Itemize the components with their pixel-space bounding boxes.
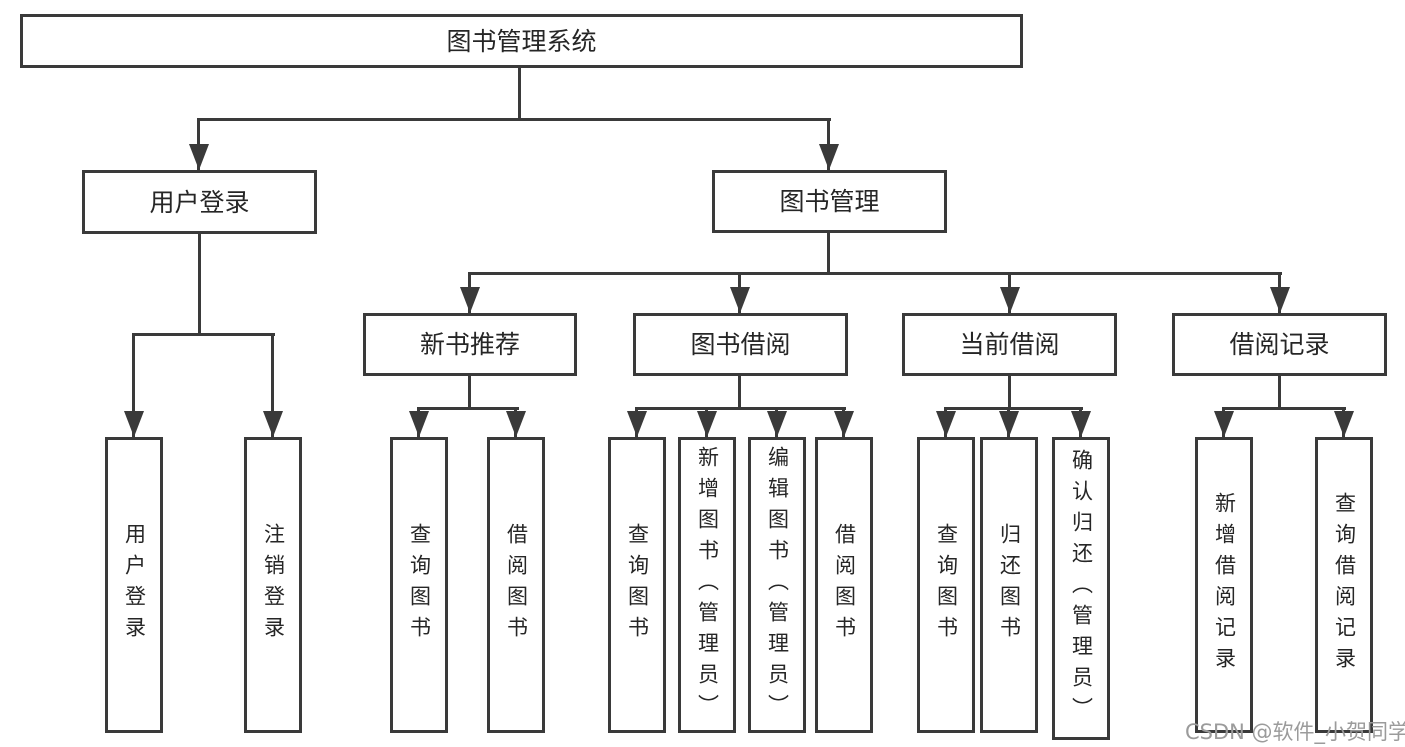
leaf-add-borrow-record-label: 新增借阅记录 — [1212, 492, 1237, 678]
node-new-book-recommend: 新书推荐 — [363, 313, 577, 376]
leaf-user-login-label: 用户登录 — [122, 523, 147, 647]
leaf-query-books-borrow-label: 查询图书 — [625, 523, 650, 647]
connector-line — [1008, 376, 1011, 410]
leaf-add-borrow-record: 新增借阅记录 — [1195, 437, 1253, 733]
connector-line — [197, 118, 831, 121]
connector-line — [827, 233, 830, 275]
arrowhead — [1270, 287, 1290, 313]
leaf-query-borrow-record-label: 查询借阅记录 — [1332, 492, 1357, 678]
arrowhead — [1000, 287, 1020, 313]
arrowhead — [263, 411, 283, 437]
connector-line — [635, 407, 846, 410]
connector-line — [518, 68, 521, 121]
leaf-query-books-recommend: 查询图书 — [390, 437, 448, 733]
leaf-add-book-admin: 新增图书（管理员） — [678, 437, 736, 733]
arrowhead — [936, 411, 956, 437]
connector-line — [944, 407, 1083, 410]
node-new-book-recommend-label: 新书推荐 — [419, 330, 520, 359]
leaf-logout-label: 注销登录 — [261, 523, 286, 647]
connector-line — [468, 272, 1282, 275]
arrowhead — [697, 411, 717, 437]
connector-line — [132, 333, 135, 437]
connector-line — [271, 333, 274, 437]
leaf-borrow-books: 借阅图书 — [815, 437, 873, 733]
node-root-label: 图书管理系统 — [446, 26, 597, 56]
arrowhead — [124, 411, 144, 437]
leaf-return-books-label: 归还图书 — [997, 523, 1022, 647]
arrowhead — [409, 411, 429, 437]
arrowhead — [1214, 411, 1234, 437]
arrowhead — [834, 411, 854, 437]
node-user-login-branch-label: 用户登录 — [149, 187, 250, 217]
leaf-edit-book-admin-label: 编辑图书（管理员） — [765, 445, 790, 725]
connector-line — [1222, 407, 1346, 410]
arrowhead — [999, 411, 1019, 437]
arrowhead — [819, 144, 839, 170]
leaf-borrow-books-label: 借阅图书 — [832, 523, 857, 647]
node-book-management-branch-label: 图书管理 — [779, 187, 880, 216]
leaf-borrow-books-recommend: 借阅图书 — [487, 437, 545, 733]
leaf-query-books-current: 查询图书 — [917, 437, 975, 733]
node-current-borrow: 当前借阅 — [902, 313, 1117, 376]
arrowhead — [627, 411, 647, 437]
node-borrow-records: 借阅记录 — [1172, 313, 1387, 376]
leaf-query-borrow-record: 查询借阅记录 — [1315, 437, 1373, 733]
node-root: 图书管理系统 — [20, 14, 1023, 68]
leaf-confirm-return-admin-label: 确认归还（管理员） — [1069, 449, 1094, 728]
leaf-query-books-recommend-label: 查询图书 — [407, 523, 432, 647]
leaf-edit-book-admin: 编辑图书（管理员） — [748, 437, 806, 733]
arrowhead — [1071, 411, 1091, 437]
leaf-borrow-books-recommend-label: 借阅图书 — [504, 523, 529, 647]
leaf-confirm-return-admin: 确认归还（管理员） — [1052, 437, 1110, 740]
csdn-watermark: CSDN @软件_小贺同学 — [1185, 720, 1405, 744]
leaf-add-book-admin-label: 新增图书（管理员） — [695, 445, 720, 725]
arrowhead — [767, 411, 787, 437]
node-user-login-branch: 用户登录 — [82, 170, 317, 234]
node-book-management-branch: 图书管理 — [712, 170, 947, 233]
leaf-query-books-borrow: 查询图书 — [608, 437, 666, 733]
leaf-user-login: 用户登录 — [105, 437, 163, 733]
node-book-borrow: 图书借阅 — [633, 313, 848, 376]
connector-line — [738, 376, 741, 410]
leaf-query-books-current-label: 查询图书 — [934, 523, 959, 647]
connector-line — [468, 376, 471, 410]
node-current-borrow-label: 当前借阅 — [959, 330, 1060, 359]
connector-line — [132, 333, 275, 336]
arrowhead — [460, 287, 480, 313]
connector-line — [198, 234, 201, 333]
node-borrow-records-label: 借阅记录 — [1229, 330, 1330, 359]
arrowhead — [189, 144, 209, 170]
arrowhead — [730, 287, 750, 313]
node-book-borrow-label: 图书借阅 — [690, 330, 791, 359]
leaf-return-books: 归还图书 — [980, 437, 1038, 733]
arrowhead — [506, 411, 526, 437]
connector-line — [417, 407, 519, 410]
arrowhead — [1334, 411, 1354, 437]
leaf-logout: 注销登录 — [244, 437, 302, 733]
connector-line — [1278, 376, 1281, 410]
